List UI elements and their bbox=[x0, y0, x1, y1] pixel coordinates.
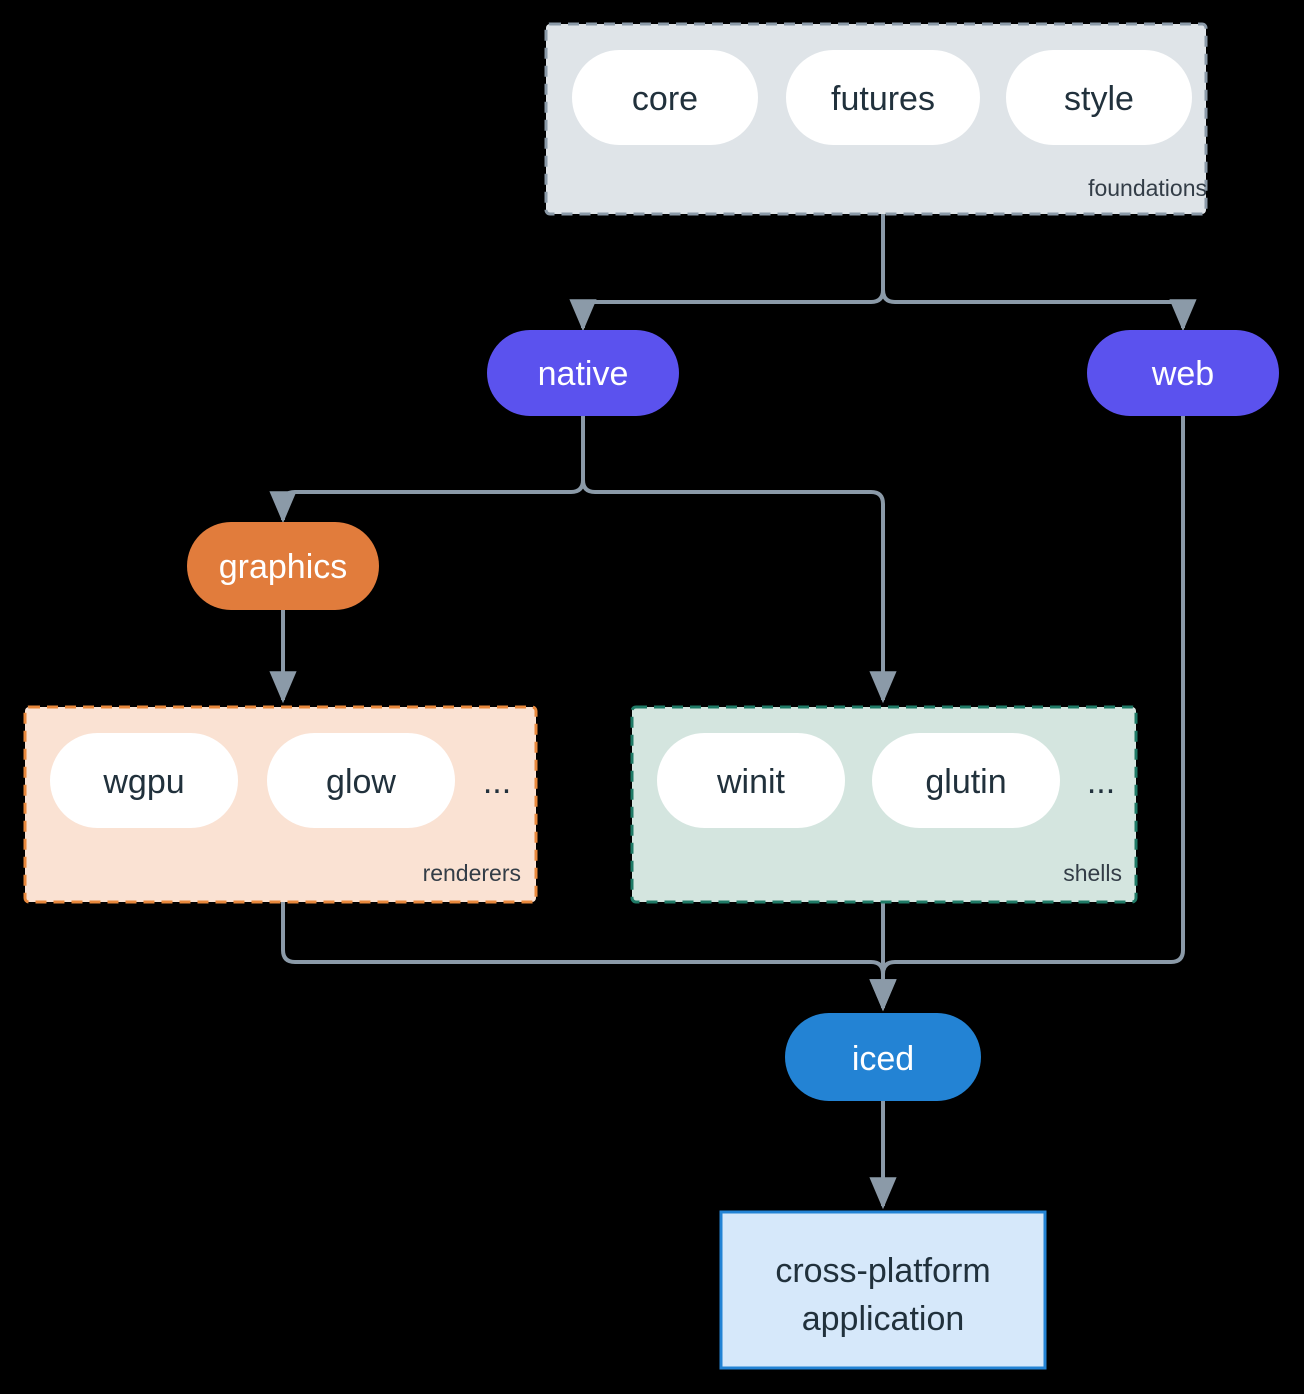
group-shells[interactable]: winit glutin ... shells bbox=[630, 705, 1138, 904]
node-winit-pill bbox=[657, 733, 845, 828]
edge-native-to-shells bbox=[581, 416, 897, 704]
node-renderers-more-label: ... bbox=[483, 763, 511, 801]
node-application-label-line2: application bbox=[802, 1300, 965, 1338]
node-iced-pill bbox=[785, 1013, 981, 1101]
node-application-box bbox=[719, 1210, 1047, 1370]
node-futures-pill bbox=[786, 50, 980, 145]
edge-layer bbox=[269, 214, 1197, 1210]
node-wgpu-label: wgpu bbox=[102, 763, 184, 801]
node-iced[interactable]: iced bbox=[785, 1013, 981, 1101]
node-graphics[interactable]: graphics bbox=[187, 522, 379, 610]
group-shells-label: shells bbox=[1063, 860, 1122, 886]
group-renderers[interactable]: wgpu glow ... renderers bbox=[23, 705, 538, 904]
group-renderers-label: renderers bbox=[423, 860, 521, 886]
node-core[interactable]: core bbox=[572, 50, 758, 145]
node-native-label: native bbox=[538, 355, 629, 393]
node-native[interactable]: native bbox=[487, 330, 679, 416]
edge-foundations-to-web bbox=[881, 214, 1197, 332]
node-wgpu-pill bbox=[50, 733, 238, 828]
node-web-label: web bbox=[1151, 355, 1214, 393]
group-foundations-label: foundations bbox=[1088, 175, 1207, 201]
node-style[interactable]: style bbox=[1006, 50, 1192, 145]
edge-foundations-to-native bbox=[569, 214, 885, 332]
group-foundations[interactable]: core futures style foundations bbox=[544, 22, 1208, 216]
node-glutin-label: glutin bbox=[925, 763, 1006, 801]
node-native-pill bbox=[487, 330, 679, 416]
node-application-label-line1: cross-platform bbox=[775, 1252, 990, 1290]
node-graphics-pill bbox=[187, 522, 379, 610]
node-winit-label: winit bbox=[716, 763, 786, 801]
node-graphics-label: graphics bbox=[219, 548, 348, 586]
node-style-label: style bbox=[1064, 80, 1134, 118]
node-style-pill bbox=[1006, 50, 1192, 145]
node-winit[interactable]: winit bbox=[657, 733, 845, 828]
node-glow[interactable]: glow bbox=[267, 733, 455, 828]
node-glow-pill bbox=[267, 733, 455, 828]
node-glutin-pill bbox=[872, 733, 1060, 828]
edge-web-to-iced bbox=[869, 416, 1185, 1012]
node-shells-more-label: ... bbox=[1087, 763, 1115, 801]
node-iced-label: iced bbox=[852, 1040, 914, 1078]
node-futures-label: futures bbox=[831, 80, 935, 118]
node-wgpu[interactable]: wgpu bbox=[50, 733, 238, 828]
edge-native-to-graphics bbox=[269, 416, 585, 524]
node-web[interactable]: web bbox=[1087, 330, 1279, 416]
node-glow-label: glow bbox=[326, 763, 396, 801]
node-core-label: core bbox=[632, 80, 698, 118]
node-application[interactable]: cross-platform application bbox=[719, 1210, 1047, 1370]
node-web-pill bbox=[1087, 330, 1279, 416]
node-core-pill bbox=[572, 50, 758, 145]
node-glutin[interactable]: glutin bbox=[872, 733, 1060, 828]
edge-renderers-to-iced bbox=[281, 902, 897, 1012]
node-futures[interactable]: futures bbox=[786, 50, 980, 145]
